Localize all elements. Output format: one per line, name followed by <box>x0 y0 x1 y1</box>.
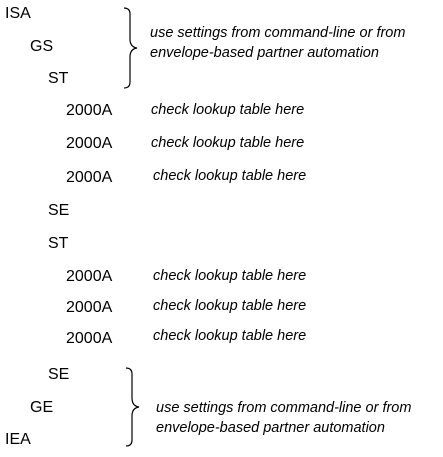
segment-st-1: ST <box>48 70 69 87</box>
top-brace <box>123 7 138 89</box>
bottom-note-line-1: use settings from command-line or from <box>156 400 412 416</box>
lookup-note-1-3: check lookup table here <box>153 168 307 184</box>
segment-se-1: SE <box>48 202 70 219</box>
bottom-note: use settings from command-line or from e… <box>156 398 411 438</box>
segment-iea: IEA <box>5 431 31 448</box>
lookup-note-2-3: check lookup table here <box>153 328 307 344</box>
lookup-note-2-2: check lookup table here <box>153 298 307 314</box>
loop-2000a-2-2: 2000A <box>66 299 113 316</box>
loop-2000a-1-1: 2000A <box>66 102 113 119</box>
loop-2000a-1-2: 2000A <box>66 135 113 152</box>
loop-2000a-2-1: 2000A <box>66 268 113 285</box>
segment-se-2: SE <box>48 366 70 383</box>
segment-st-2: ST <box>48 235 69 252</box>
top-note: use settings from command-line or from e… <box>150 23 405 63</box>
segment-isa: ISA <box>5 5 31 22</box>
segment-gs: GS <box>30 38 54 55</box>
loop-2000a-1-3: 2000A <box>66 169 113 186</box>
lookup-note-1-2: check lookup table here <box>151 135 305 151</box>
top-note-line-2: envelope-based partner automation <box>150 45 379 61</box>
bottom-brace <box>125 367 140 447</box>
loop-2000a-2-3: 2000A <box>66 330 113 347</box>
segment-ge: GE <box>30 399 54 416</box>
top-note-line-1: use settings from command-line or from <box>150 25 406 41</box>
bottom-note-line-2: envelope-based partner automation <box>156 420 385 436</box>
lookup-note-1-1: check lookup table here <box>151 102 305 118</box>
lookup-note-2-1: check lookup table here <box>153 268 307 284</box>
